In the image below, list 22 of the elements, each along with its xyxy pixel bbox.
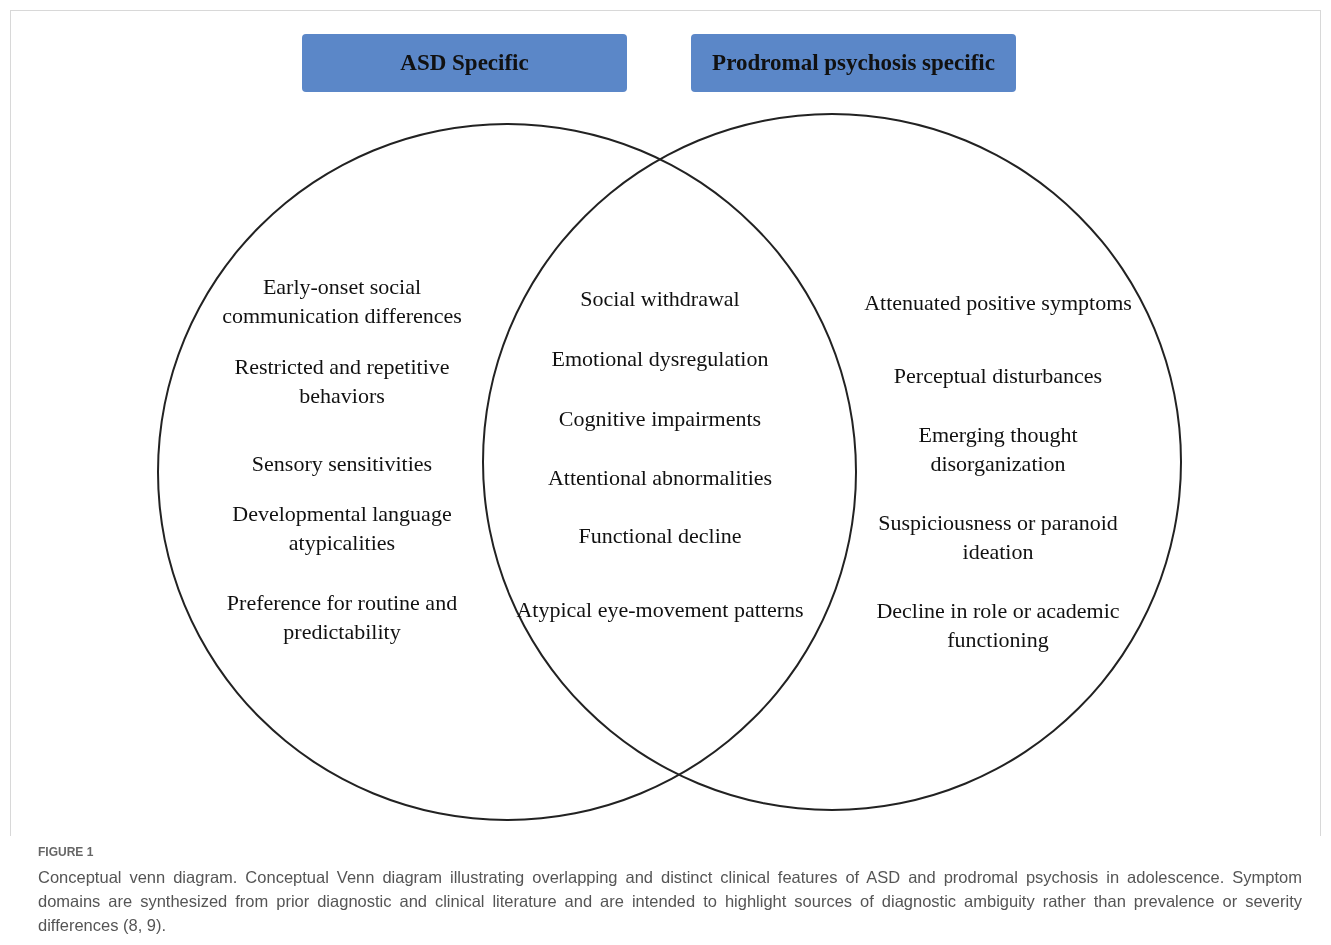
symptom-text: Cognitive impairments bbox=[557, 404, 763, 433]
figure-label: FIGURE 1 bbox=[38, 845, 94, 859]
heading-box: Prodromal psychosis specific bbox=[691, 34, 1016, 92]
venn-circle bbox=[157, 123, 857, 821]
symptom-text: Social withdrawal bbox=[579, 284, 741, 313]
symptom-text: Attentional abnormalities bbox=[546, 463, 774, 492]
symptom-text: Suspiciousness or paranoid ideation bbox=[877, 509, 1119, 566]
symptom-text: Attenuated positive symptoms bbox=[863, 288, 1133, 317]
symptom-text: Preference for routine and predictability bbox=[225, 589, 459, 646]
symptom-text: Emotional dysregulation bbox=[550, 344, 770, 373]
symptom-text: Restricted and repetitive behaviors bbox=[233, 353, 451, 410]
caption: Conceptual venn diagram. Conceptual Venn diagram illustrating overlapping and distinct clinical features of ASD and prodromal psychosis in adolescence. Symptom domains are synthesized from prior diagnostic and clinical literature and are intended to highlight sources of diagnostic ambiguity rather than prevalence or severity differences (8, 9). bbox=[38, 867, 1302, 936]
symptom-text: Developmental language atypicalities bbox=[231, 500, 453, 557]
symptom-text: Perceptual disturbances bbox=[892, 361, 1104, 390]
heading-box: ASD Specific bbox=[302, 34, 627, 92]
symptom-text: Atypical eye-movement patterns bbox=[515, 595, 805, 624]
symptom-text: Early-onset social communication differences bbox=[221, 273, 463, 330]
symptom-text: Functional decline bbox=[577, 521, 743, 550]
symptom-text: Sensory sensitivities bbox=[250, 449, 434, 478]
symptom-text: Decline in role or academic functioning bbox=[875, 597, 1121, 654]
symptom-text: Emerging thought disorganization bbox=[917, 421, 1079, 478]
venn-circle bbox=[482, 113, 1182, 811]
